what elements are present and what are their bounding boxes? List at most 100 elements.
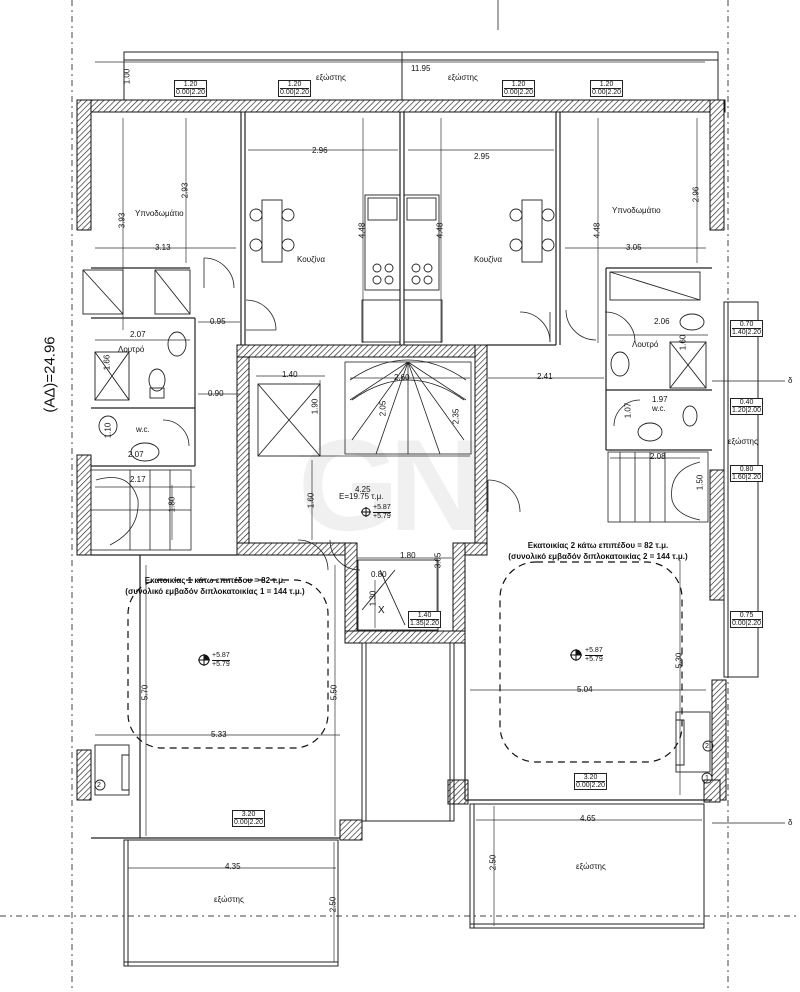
window-sill: 0.00|2.20 (504, 89, 534, 96)
window-width: 1.20 (176, 81, 206, 89)
dim-bath1-h: 1.66 (102, 354, 112, 371)
level-lower: +5.79 (585, 656, 603, 663)
dim-bed2-w: 3.05 (626, 243, 642, 252)
window-sill: 0.00|2.20 (176, 89, 206, 96)
staircases (90, 359, 709, 551)
window-width: 1.20 (592, 81, 622, 89)
window-sill: 0.00|2.20 (280, 89, 310, 96)
dim-elev-w: 1.40 (282, 370, 298, 379)
dim-wc1-w: 2.07 (128, 450, 144, 459)
fireplaces (94, 711, 714, 796)
dim-stair2-w: 2.08 (650, 452, 666, 461)
flat-2-title: Εκατοικίας 2 κάτω επιπέδου = 82 τ.μ. (συ… (478, 540, 718, 562)
balcony-2-label: εξώστης (576, 862, 606, 871)
dim-wc2-w: 1.97 (652, 395, 668, 404)
level-lower: +5.79 (212, 661, 230, 668)
bedroom-1-label: Υπνοδωμάτιο (135, 209, 184, 218)
flat-2-title-line2: (συνολικό εμβαδόν διπλοκατοικίας 2 = 144… (508, 552, 688, 561)
window-sill: 1.60|2.20 (732, 474, 762, 481)
level-markers (198, 507, 582, 666)
dim-bed2-h: 2.96 (691, 186, 701, 203)
dim-wc2-h: 1.07 (623, 402, 633, 419)
dim-stair-h2: 2.35 (451, 408, 461, 425)
dim-stair-h1: 2.05 (378, 400, 388, 417)
kitchen-fixtures (249, 194, 555, 343)
flat-2-title-line1: Εκατοικίας 2 κάτω επιπέδου = 82 τ.μ. (527, 541, 669, 550)
dim-kitchen1-h2: 4.48 (435, 222, 445, 239)
dim-shaft-h: 1.30 (368, 590, 378, 607)
dim-bath2-h: 1.60 (678, 334, 688, 351)
mezzanine-voids (127, 561, 683, 763)
window-width: 3.20 (576, 774, 606, 782)
fireplace-1-number: 2 (97, 782, 101, 789)
level-upper: +5.87 (373, 504, 391, 513)
elevator (257, 383, 439, 631)
window-width: 1.20 (280, 81, 310, 89)
dim-bath1-w: 2.07 (130, 330, 146, 339)
fireplace-2-number: 2 (705, 743, 709, 750)
window-sill: 1.35|2.20 (410, 620, 440, 627)
dimension-lines (95, 61, 708, 962)
window-width: 0.70 (732, 321, 762, 329)
dim-lobby-h: 1.60 (306, 492, 316, 509)
dim-kitchen2-h: 4.48 (592, 222, 602, 239)
window-sill: 0.00|2.20 (732, 620, 762, 627)
wc-2-label: w.c. (652, 404, 666, 413)
dim-right-room-w: 2.95 (474, 152, 490, 161)
level-lobby: +5.87+5.79 (373, 504, 391, 521)
dim-wc1-h: 1.10 (103, 422, 113, 439)
dim-bath2-w: 2.06 (654, 317, 670, 326)
dim-main1-w: 5.33 (211, 730, 227, 739)
window-sill: 1.40|2.20 (732, 329, 762, 336)
top-balcony (123, 51, 719, 101)
lobby-area: E=19.75 τ.μ. (339, 492, 384, 501)
outer-walls (76, 99, 727, 841)
dim-bed1-h: 3.93 (117, 212, 127, 229)
level-upper: +5.87 (585, 647, 603, 656)
dim-core-w: 2.41 (537, 372, 553, 381)
dim-left-room-w: 2.96 (312, 146, 328, 155)
plot-label: (ΑΔ)=24.96 (41, 336, 59, 413)
kitchen-2-label: Κουζίνα (474, 255, 502, 264)
window-width: 0.75 (732, 612, 762, 620)
dim-kitchen1-h: 4.48 (357, 222, 367, 239)
dim-top-depth: 1.00 (122, 68, 132, 85)
door-swings (162, 257, 641, 571)
dim-lobby-w2: 1.80 (400, 551, 416, 560)
bathroom-fixtures (82, 269, 707, 462)
right-callout (497, 0, 785, 824)
side-balcony-label: εξώστης (728, 437, 758, 446)
flat-1-title: Εκατοικίας 1 κάτω επιπέδου = 82 τ.μ. (συ… (95, 575, 335, 597)
level-flat-2: +5.87+5.79 (585, 647, 603, 664)
level-lower: +5.79 (373, 513, 391, 520)
window-sill: 0.00|2.20 (234, 819, 264, 826)
dim-main2-h: 5.30 (674, 652, 684, 669)
bathroom-2-label: Λουτρό (632, 340, 659, 349)
top-balcony-label-left: εξώστης (316, 73, 346, 82)
dim-stair2-h: 1.50 (695, 474, 705, 491)
dim-lobby-w: 4.25 (355, 485, 371, 494)
dim-bath1-gap: 0.95 (210, 317, 226, 326)
dim-stair1-w: 2.17 (130, 475, 146, 484)
window-width: 0.80 (732, 466, 762, 474)
dim-main1-h: 5.70 (140, 684, 150, 701)
level-upper: +5.87 (212, 652, 230, 661)
dim-top-width: 11.95 (411, 64, 431, 73)
section-marker-lower: δ (788, 818, 793, 827)
shaft-cross: X (378, 605, 385, 616)
dim-stair-w: 2.60 (394, 373, 410, 382)
flat-1-title-line2: (συνολικό εμβαδόν διπλοκατοικίας 1 = 144… (125, 587, 305, 596)
section-marker-upper: δ (788, 376, 793, 385)
window-sill: 0.00|2.20 (592, 89, 622, 96)
right-balcony-strip (723, 301, 759, 678)
dim-shaft-w: 0.80 (371, 570, 387, 579)
fireplace-2-sub: 1 (705, 775, 709, 782)
